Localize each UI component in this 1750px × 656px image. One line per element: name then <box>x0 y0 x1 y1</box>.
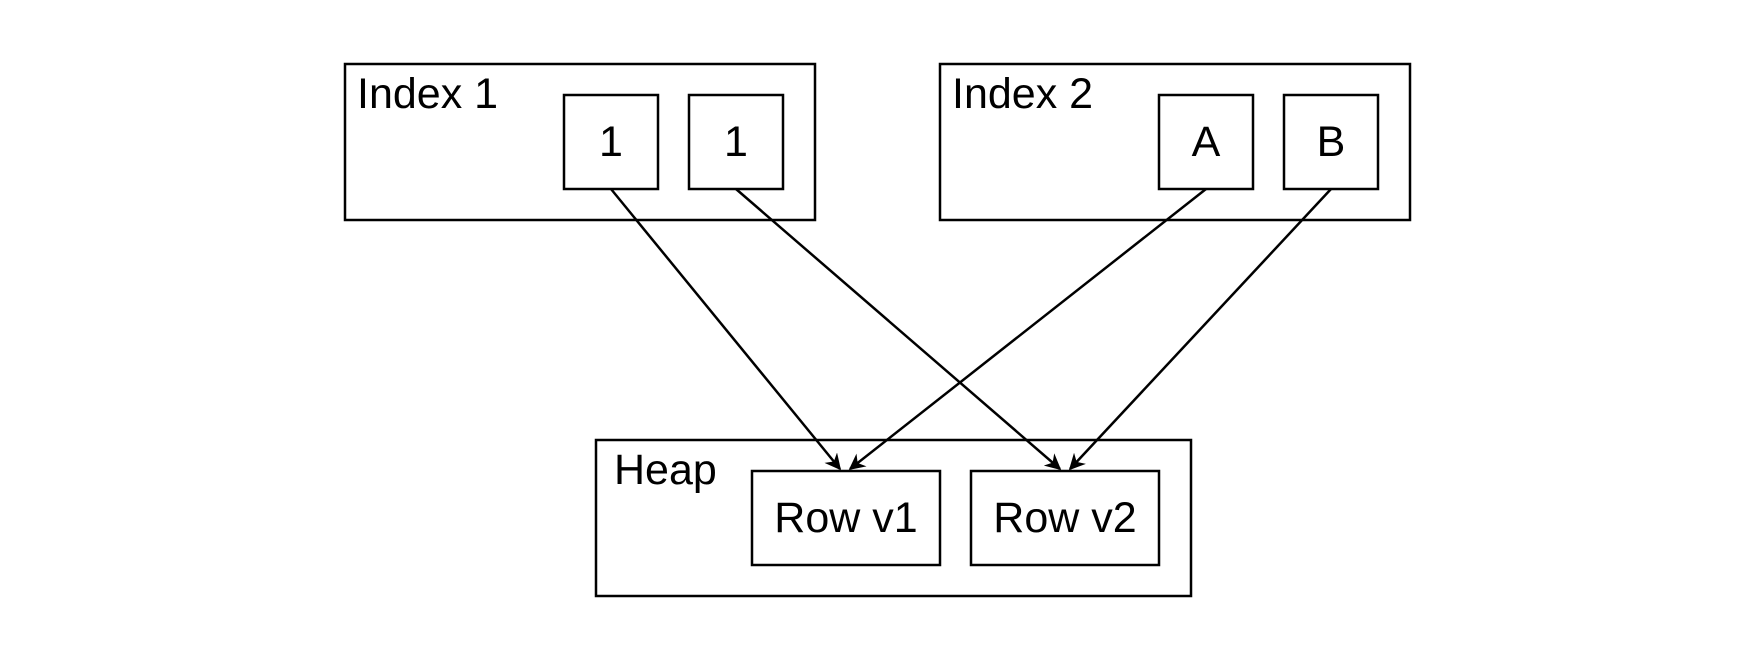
index-2-cell-a: A <box>1157 93 1255 191</box>
heap-row-v2-label: Row v2 <box>993 494 1136 542</box>
heap-row-v2: Row v2 <box>969 469 1161 567</box>
index-1-cell-2-label: 1 <box>724 118 748 166</box>
index-1-cell-1-label: 1 <box>599 118 623 166</box>
index-2-cell-a-label: A <box>1192 118 1221 166</box>
index-2-cell-b: B <box>1282 93 1380 191</box>
heap-row-v1: Row v1 <box>750 469 942 567</box>
pointer-arrows <box>610 188 1332 471</box>
arrow-index2-cell-a-to-row-v1 <box>848 188 1207 471</box>
index-1-cell-2: 1 <box>687 93 785 191</box>
index-1-label: Index 1 <box>357 70 498 118</box>
arrow-index1-cell1-to-row-v1 <box>610 188 842 471</box>
arrow-index1-cell2-to-row-v2 <box>735 188 1062 471</box>
arrow-index2-cell-b-to-row-v2 <box>1068 188 1332 471</box>
index-1-cell-1: 1 <box>562 93 660 191</box>
index-2-label: Index 2 <box>952 70 1093 118</box>
heap-row-v1-label: Row v1 <box>774 494 917 542</box>
index-2-cell-b-label: B <box>1317 118 1346 166</box>
heap-label: Heap <box>614 446 717 494</box>
